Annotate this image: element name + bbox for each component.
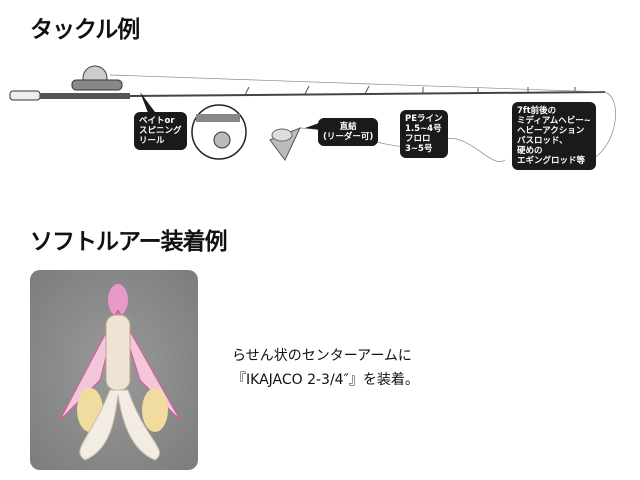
- callout-rod: 7ft前後の ミディアムヘビー~ ヘビーアクション バスロッド、 硬めの エギン…: [512, 102, 596, 170]
- lure-description: らせん状のセンターアームに 『IKAJACO 2-3/4″』を装着。: [232, 344, 419, 392]
- rod-illustration: [9, 65, 616, 162]
- spinning-reel-inset-icon: [191, 104, 247, 160]
- callout-reel: ベイトor スピニング リール: [134, 112, 187, 150]
- rubber-jig-image: [59, 284, 181, 461]
- soft-lure-example-heading: ソフトルアー装着例: [30, 229, 228, 255]
- tackle-illustration: [9, 65, 616, 162]
- description-line-2: 『IKAJACO 2-3/4″』を装着。: [232, 372, 419, 388]
- lure-photo: [30, 270, 198, 470]
- callout-leader: 直結 (リーダー可): [318, 118, 379, 146]
- description-line-1: らせん状のセンターアームに: [232, 348, 412, 364]
- spinnerbait-lure-icon: [269, 127, 301, 161]
- tackle-example-heading: タックル例: [30, 17, 140, 43]
- callout-line: PEライン 1.5~4号 フロロ 3~5号: [400, 110, 448, 158]
